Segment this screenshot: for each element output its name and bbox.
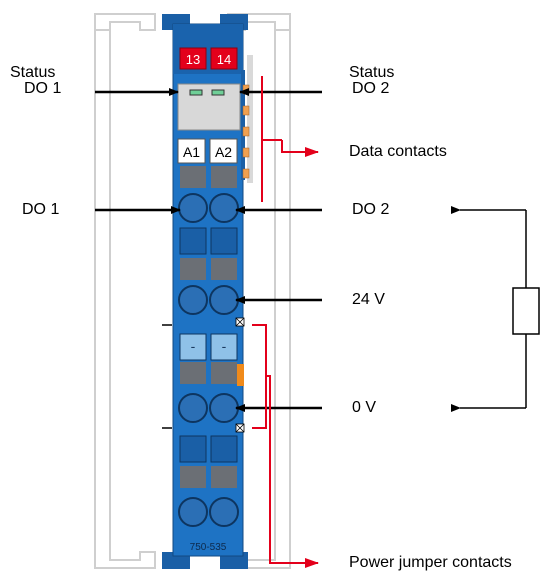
- label-status-do1-line1: Status: [10, 64, 56, 81]
- label-status-do2-line1: Status: [349, 64, 395, 81]
- label-do1: DO 1: [22, 201, 60, 218]
- power-jumper-bracket: [252, 324, 319, 568]
- pointer-arrows: [95, 88, 322, 412]
- label-status-do1-line2: DO 1: [24, 80, 62, 97]
- part-number: 750-535: [190, 542, 227, 553]
- channel-label-a1: A1: [183, 144, 200, 160]
- label-status-do2-line2: DO 2: [352, 80, 390, 97]
- status-led-window: [177, 83, 241, 131]
- header-number-13: 13: [186, 52, 200, 67]
- label-do2: DO 2: [352, 201, 390, 218]
- minus-label-2: -: [222, 338, 227, 354]
- load-circuit: [451, 206, 540, 412]
- channel-label-plates: A1 A2: [177, 138, 238, 164]
- label-24v: 24 V: [352, 291, 385, 308]
- label-power-jumper-contacts: Power jumper contacts: [349, 554, 512, 571]
- header-number-boxes: 13 14: [179, 47, 238, 70]
- header-number-14: 14: [217, 52, 231, 67]
- channel-label-a2: A2: [215, 144, 232, 160]
- minus-label-1: -: [191, 338, 196, 354]
- terminal-blocks: - -: [162, 166, 245, 527]
- label-data-contacts: Data contacts: [349, 143, 447, 160]
- status-led-do2: [211, 89, 225, 96]
- data-contacts-bracket: [261, 76, 319, 202]
- label-0v: 0 V: [352, 399, 377, 416]
- status-led-do1: [189, 89, 203, 96]
